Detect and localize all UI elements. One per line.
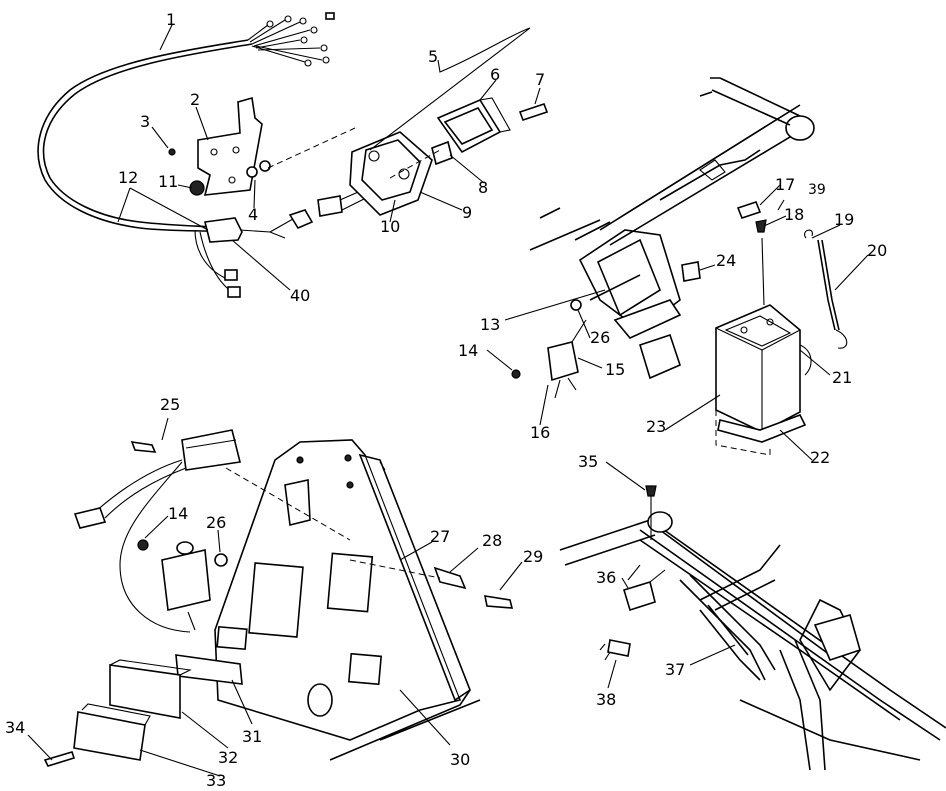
- connector-plug: [73, 507, 107, 529]
- relay-16: [547, 319, 587, 399]
- lower-frame: [559, 511, 946, 771]
- screw-34: [43, 751, 76, 767]
- callout-1: 1: [166, 10, 176, 29]
- bracket-clip: [284, 479, 311, 526]
- callout-15: 15: [605, 360, 625, 379]
- rectifier-32: [109, 659, 192, 719]
- callout-40: 40: [290, 286, 310, 305]
- callout-6: 6: [490, 65, 500, 84]
- callout-36: 36: [596, 568, 616, 587]
- callout-25: 25: [160, 395, 180, 414]
- mounting-bracket-2: [197, 96, 263, 196]
- callout-38: 38: [596, 690, 616, 709]
- callout-18: 18: [784, 205, 804, 224]
- callout-28: 28: [482, 531, 502, 550]
- callout-29: 29: [523, 547, 543, 566]
- callout-4: 4: [248, 205, 258, 224]
- cdi-box-25: [181, 429, 241, 471]
- callout-11: 11: [158, 172, 178, 191]
- callout-labels: 1 2 3 4 5 6 7 8 9 10 11 12 13 14 15 16 1…: [5, 10, 887, 790]
- washer-26-top: [570, 299, 582, 311]
- battery-21: [715, 304, 812, 433]
- callout-9: 9: [462, 203, 472, 222]
- nut-14-bottom: [137, 539, 149, 551]
- callout-14-upper: 14: [458, 341, 478, 360]
- callout-33: 33: [206, 771, 226, 787]
- washer-4b: [259, 160, 271, 172]
- relay-36: [623, 564, 666, 612]
- callout-2: 2: [190, 90, 200, 109]
- callout-5: 5: [428, 47, 438, 66]
- taillight-housing-10: [349, 131, 433, 216]
- washer-26-bottom: [214, 553, 228, 567]
- bolt-35: [645, 485, 657, 497]
- wiring-harness: [37, 12, 393, 298]
- battery-pad-22: [717, 413, 807, 443]
- callout-26-lower: 26: [206, 513, 226, 532]
- cable-37: [699, 604, 761, 681]
- callout-21: 21: [832, 368, 852, 387]
- washer-4: [246, 166, 258, 178]
- bracket-33: [73, 703, 151, 761]
- hook-19: [804, 229, 813, 239]
- callout-16: 16: [530, 423, 550, 442]
- callout-14-lower: 14: [168, 504, 188, 523]
- callout-23: 23: [646, 417, 666, 436]
- callout-35: 35: [578, 452, 598, 471]
- callout-26-upper: 26: [590, 328, 610, 347]
- screw-7: [518, 102, 549, 122]
- callout-27: 27: [430, 527, 450, 546]
- mounting-plate-30: [214, 439, 481, 761]
- callout-8: 8: [478, 178, 488, 197]
- fuse-17: [736, 201, 762, 219]
- nut-14-top: [511, 369, 521, 379]
- bracket-23: [639, 333, 681, 380]
- screw-25: [130, 441, 157, 453]
- callout-37: 37: [665, 660, 685, 679]
- callout-7: 7: [535, 70, 545, 89]
- strap-20: [817, 239, 836, 331]
- callout-34: 34: [5, 718, 25, 737]
- callout-31: 31: [242, 727, 262, 746]
- callout-13: 13: [480, 315, 500, 334]
- callout-22: 22: [810, 448, 830, 467]
- taillight-lens-6: [436, 97, 511, 154]
- fuse-38: [607, 639, 631, 657]
- callout-30: 30: [450, 750, 470, 769]
- callout-24: 24: [716, 251, 736, 270]
- leader-lines: [27, 24, 869, 777]
- bolt-29: [483, 595, 514, 609]
- callout-32: 32: [218, 748, 238, 767]
- bolt-18: [755, 219, 767, 233]
- callout-17: 17: [775, 175, 795, 194]
- callout-20: 20: [867, 241, 887, 260]
- nut-11: [189, 180, 205, 196]
- callout-10: 10: [380, 217, 400, 236]
- ignition-coil: [161, 541, 211, 631]
- screw-3: [168, 148, 176, 156]
- callout-3: 3: [140, 112, 150, 131]
- plate-31: [175, 654, 243, 685]
- callout-12: 12: [118, 168, 138, 187]
- upper-frame: [529, 77, 815, 339]
- bulb-8: [431, 140, 453, 166]
- callout-39: 39: [808, 182, 826, 198]
- callout-19: 19: [834, 210, 854, 229]
- pad-24: [681, 261, 701, 282]
